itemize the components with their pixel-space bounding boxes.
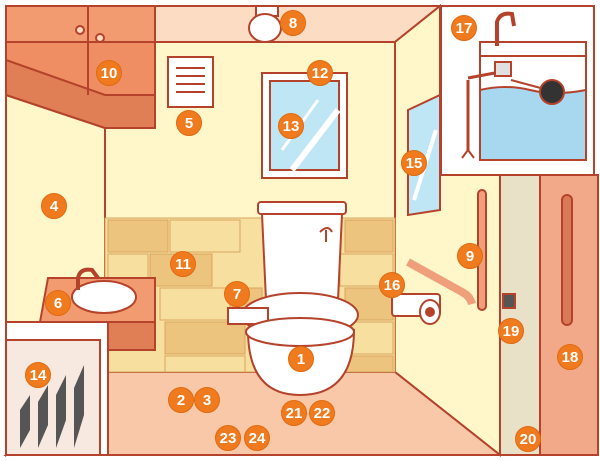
vent-fan-shape xyxy=(167,56,214,108)
label-mirror-frame: 12 xyxy=(307,60,333,86)
label-ceiling-light: 8 xyxy=(280,10,306,36)
label-upper-cabinet: 10 xyxy=(96,60,122,86)
tank-inset-shape xyxy=(440,5,595,176)
label-grab-bar-horizontal: 16 xyxy=(379,272,405,298)
label-floor-b: 3 xyxy=(194,387,220,413)
label-door-switch: 19 xyxy=(498,318,524,344)
label-sink-faucet: 6 xyxy=(45,290,71,316)
mirror-shape xyxy=(261,72,348,179)
label-wall-tiles: 11 xyxy=(170,251,196,277)
label-floor-f: 24 xyxy=(244,425,270,451)
door-shape xyxy=(499,174,599,456)
label-floor-d: 22 xyxy=(309,400,335,426)
label-vanity-cabinet: 14 xyxy=(25,362,51,388)
label-toilet-seat: 7 xyxy=(224,281,250,307)
label-floor-e: 23 xyxy=(215,425,241,451)
label-door: 18 xyxy=(557,344,583,370)
label-grab-bar-vertical: 9 xyxy=(457,243,483,269)
vanity-shape xyxy=(5,267,156,456)
label-floor-a: 2 xyxy=(168,387,194,413)
upper-cabinet-shape xyxy=(5,5,156,129)
label-door-frame: 20 xyxy=(515,426,541,452)
label-window: 15 xyxy=(401,150,427,176)
label-floor-c: 21 xyxy=(281,400,307,426)
label-left-wall: 4 xyxy=(41,193,67,219)
label-tank-inset: 17 xyxy=(451,15,477,41)
label-toilet-bowl: 1 xyxy=(288,346,314,372)
paper-holder-shape xyxy=(391,293,441,325)
label-ventilation-fan: 5 xyxy=(176,110,202,136)
label-mirror-glass: 13 xyxy=(278,113,304,139)
